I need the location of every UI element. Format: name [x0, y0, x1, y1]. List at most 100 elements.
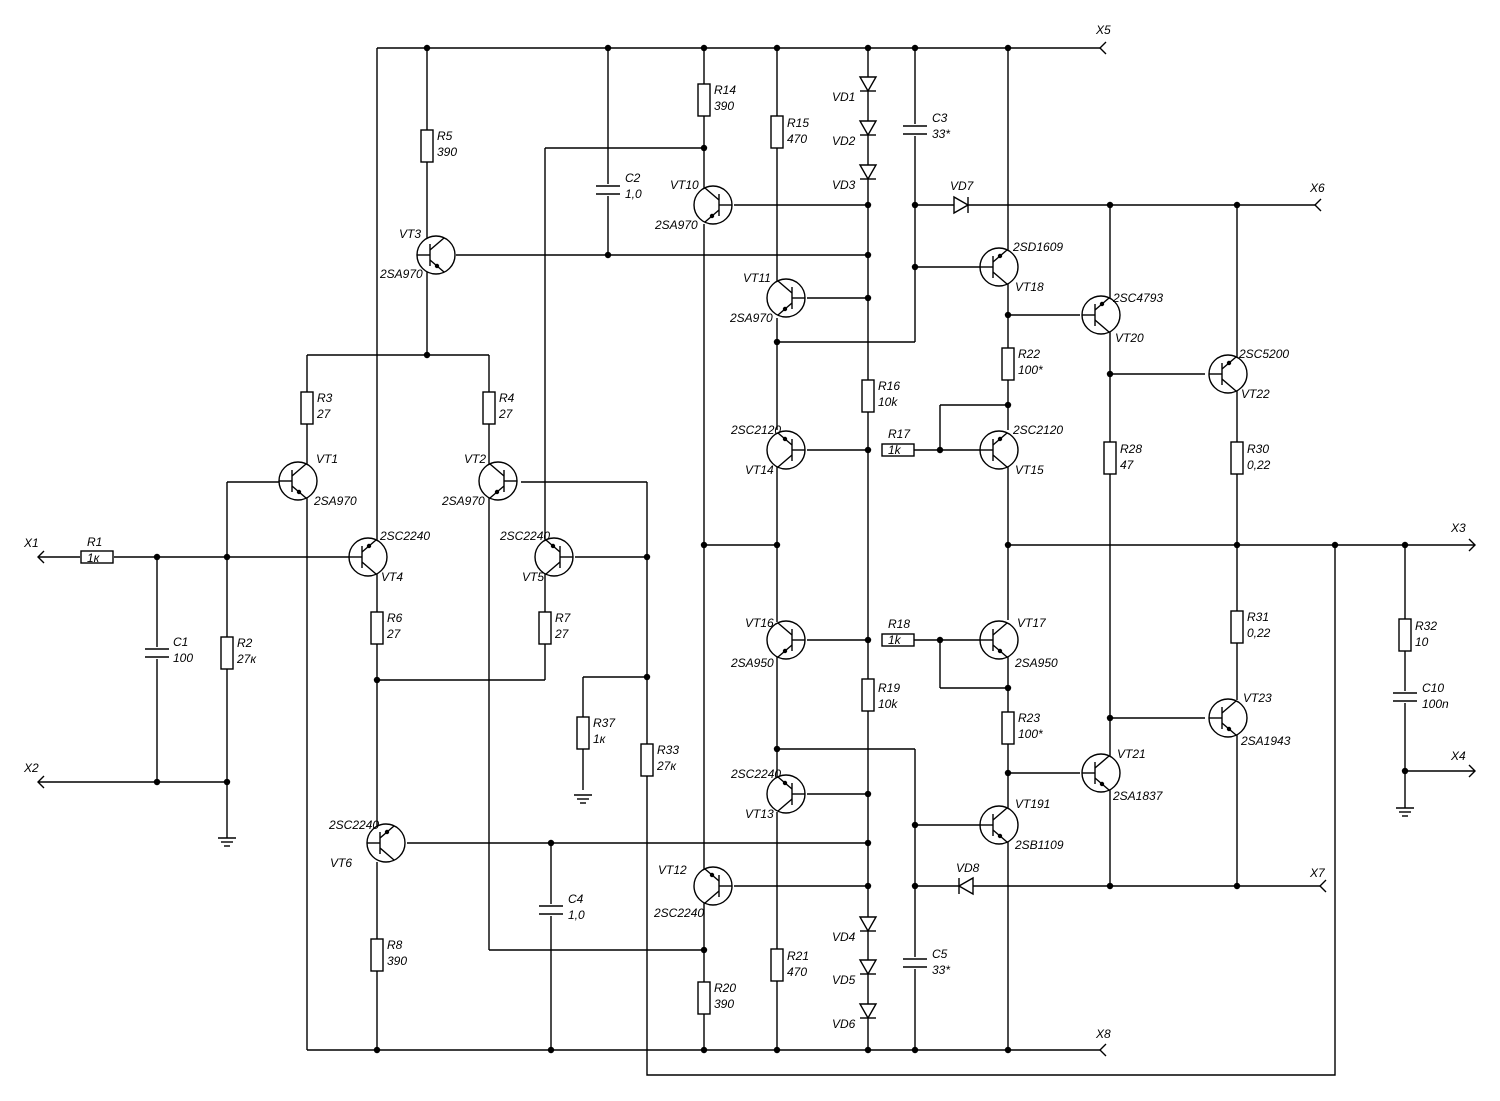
connector-x7[interactable]	[1319, 879, 1327, 893]
connector-x4[interactable]	[1468, 764, 1476, 778]
resistor-value: 1к	[593, 732, 607, 746]
junction-dot	[153, 778, 161, 786]
junction-dot	[223, 778, 231, 786]
resistor-value: 470	[787, 132, 807, 146]
resistor-ref: R18	[888, 617, 910, 631]
junction-dot	[1106, 714, 1114, 722]
transistor-part: 2SC4793	[1112, 291, 1163, 305]
transistor-vt4	[348, 537, 388, 577]
junction-dot	[864, 790, 872, 798]
transistor-vt13	[766, 774, 806, 814]
transistor-ref: VT4	[381, 570, 403, 584]
diode-vd4	[858, 916, 878, 933]
resistor-value: 10k	[878, 697, 898, 711]
transistor-part: 2SC2120	[1012, 423, 1063, 437]
connector-x5[interactable]	[1099, 41, 1107, 55]
resistor-r2	[220, 636, 234, 670]
diode-vd5	[858, 959, 878, 976]
resistor-r7	[538, 611, 552, 645]
resistor-value: 100*	[1018, 727, 1043, 741]
transistor-ref: VT13	[745, 807, 774, 821]
transistor-vt3	[416, 235, 456, 275]
resistor-value: 390	[714, 99, 734, 113]
capacitor-c1	[144, 647, 170, 659]
junction-dot	[864, 446, 872, 454]
resistor-ref: R30	[1247, 442, 1269, 456]
resistor-ref: R37	[593, 716, 616, 730]
connector-x2[interactable]	[37, 775, 45, 789]
capacitor-ref: C2	[625, 171, 641, 185]
junction-dot	[643, 553, 651, 561]
capacitor-value: 1,0	[568, 908, 585, 922]
connector-label: X4	[1450, 749, 1466, 763]
transistor-part: 2SA970	[313, 494, 357, 508]
resistor-ref: R23	[1018, 711, 1040, 725]
transistor-part: 2SC2240	[653, 906, 704, 920]
diode-vd8	[957, 876, 974, 896]
resistor-ref: R19	[878, 681, 900, 695]
transistor-ref: VT23	[1243, 691, 1272, 705]
resistor-ref: R15	[787, 116, 809, 130]
transistor-ref: VT17	[1017, 616, 1047, 630]
resistor-ref: R5	[437, 129, 453, 143]
junction-dot	[1004, 541, 1012, 549]
transistor-vt15	[979, 430, 1019, 470]
capacitor-ref: C5	[932, 947, 948, 961]
resistor-r17	[881, 443, 915, 457]
junction-dot	[773, 1046, 781, 1054]
junction-dot	[223, 553, 231, 561]
junction-dot	[1106, 370, 1114, 378]
capacitor-value: 1,0	[625, 187, 642, 201]
junction-dot	[700, 44, 708, 52]
transistor-part: 2SA950	[1014, 656, 1058, 670]
resistor-r5	[420, 129, 434, 163]
junction-dot	[936, 446, 944, 454]
transistor-vt2	[478, 461, 518, 501]
junction-dot	[700, 946, 708, 954]
connector-x3[interactable]	[1468, 538, 1476, 552]
transistor-ref: VT20	[1115, 331, 1144, 345]
junction-dot	[773, 338, 781, 346]
connector-label: X1	[23, 536, 39, 550]
junction-dot	[547, 839, 555, 847]
connector-x6[interactable]	[1314, 198, 1322, 212]
resistor-r32	[1398, 618, 1412, 652]
resistor-ref: R4	[499, 391, 515, 405]
junction-dot	[1004, 1046, 1012, 1054]
resistor-value: 27к	[236, 652, 257, 666]
junction-dot	[1106, 882, 1114, 890]
transistor-part: 2SC2240	[379, 529, 430, 543]
junction-dot	[773, 541, 781, 549]
junction-dot	[604, 44, 612, 52]
diode-ref: VD1	[832, 90, 855, 104]
transistor-ref: VT22	[1241, 387, 1270, 401]
connector-label: X3	[1450, 521, 1466, 535]
connector-label: X8	[1095, 1027, 1111, 1041]
resistor-value: 1k	[888, 443, 902, 457]
resistor-value: 27к	[656, 759, 677, 773]
transistor-ref: VT6	[330, 856, 352, 870]
resistor-value: 27	[386, 627, 402, 641]
resistor-r19	[861, 678, 875, 712]
junction-dot	[1004, 401, 1012, 409]
junction-dot	[1233, 541, 1241, 549]
transistor-ref: VT5	[522, 570, 544, 584]
resistor-ref: R8	[387, 938, 403, 952]
transistor-ref: VT18	[1015, 280, 1044, 294]
junction-dot	[911, 263, 919, 271]
capacitor-value: 100	[173, 651, 193, 665]
transistor-vt1	[278, 461, 318, 501]
transistor-vt11	[766, 278, 806, 318]
resistor-r30	[1230, 441, 1244, 475]
junction-dot	[1401, 767, 1409, 775]
junction-dot	[911, 821, 919, 829]
ground-symbol	[574, 794, 592, 804]
resistor-value: 390	[714, 997, 734, 1011]
connector-x1[interactable]	[37, 550, 45, 564]
resistor-ref: R33	[657, 743, 679, 757]
connector-x8[interactable]	[1099, 1043, 1107, 1057]
junction-dot	[911, 1046, 919, 1054]
transistor-ref: VT3	[399, 227, 421, 241]
junction-dot	[911, 882, 919, 890]
